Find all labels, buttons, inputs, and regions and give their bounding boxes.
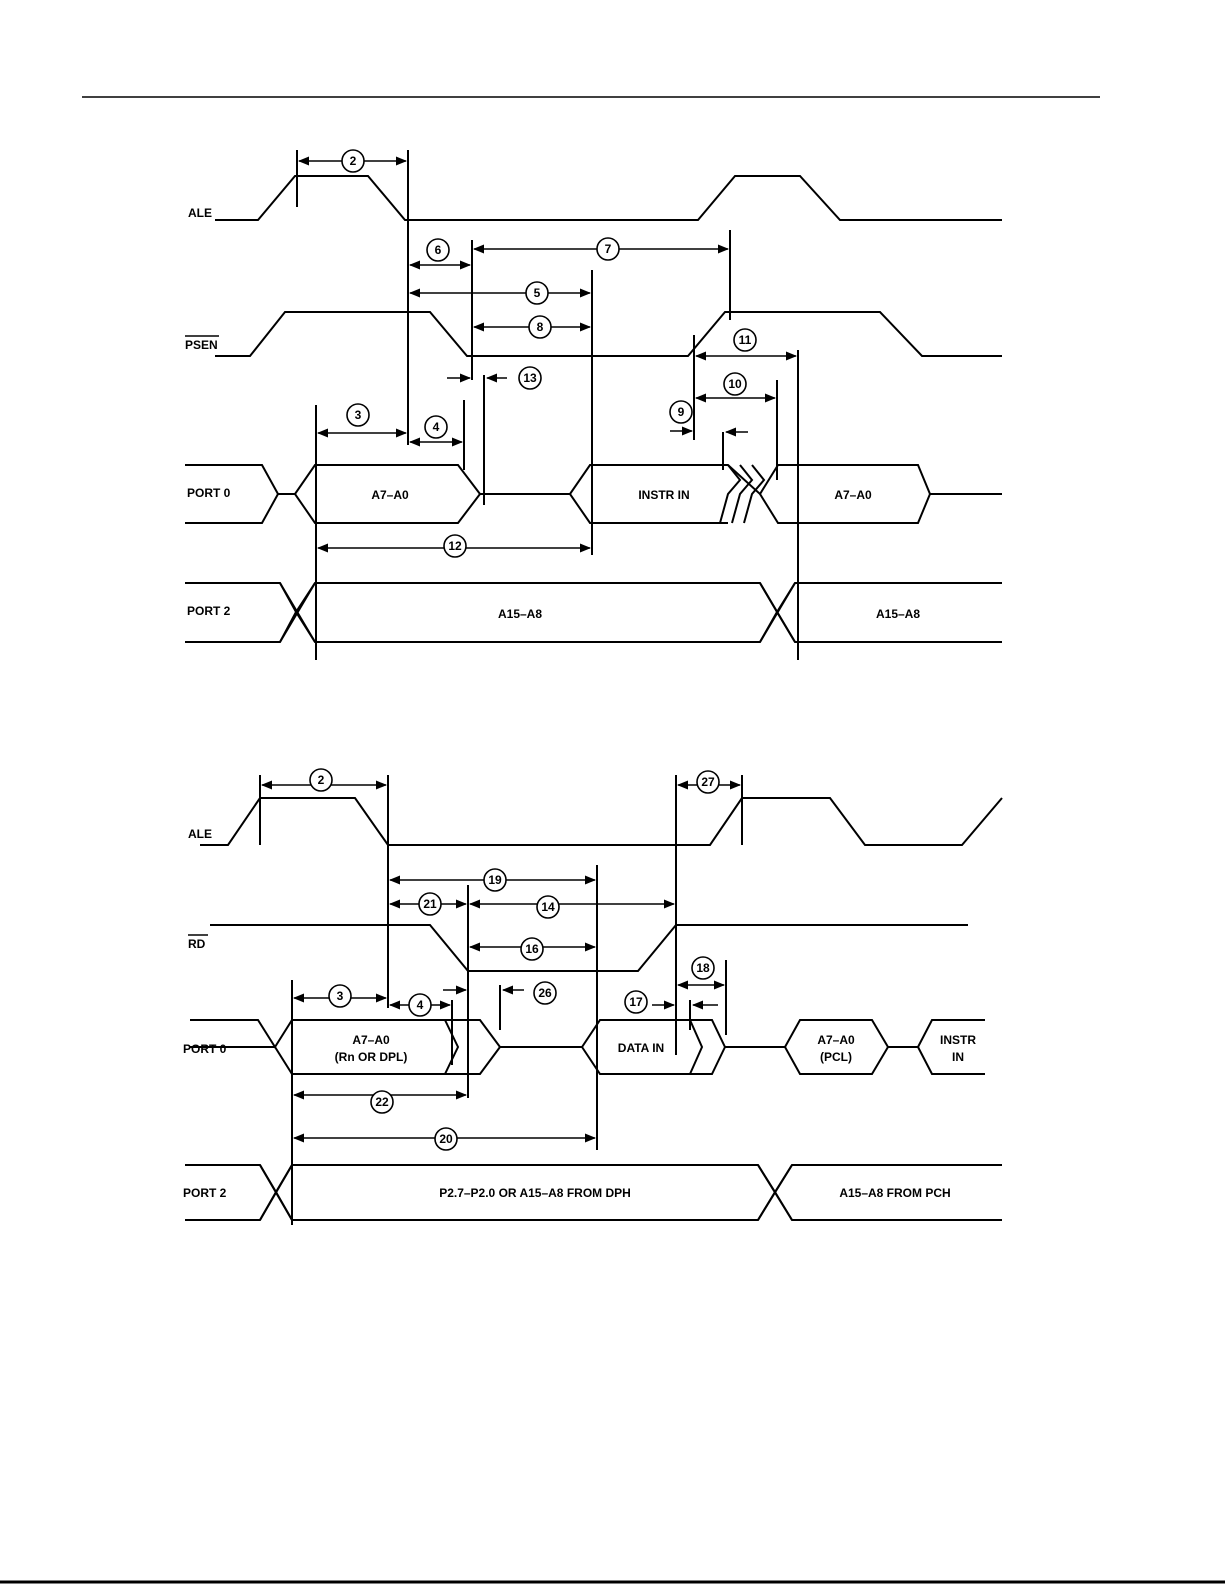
- fig2-port0-instr-text-2: IN: [952, 1050, 964, 1064]
- fig2-param-19: 19: [484, 869, 506, 891]
- svg-text:13: 13: [523, 371, 537, 385]
- fig2-port2-addr-text: P2.7–P2.0 OR A15–A8 FROM DPH: [439, 1186, 631, 1200]
- svg-text:3: 3: [337, 989, 344, 1003]
- fig2-param-21: 21: [419, 893, 441, 915]
- fig2-ale-label: ALE: [188, 827, 212, 841]
- fig1-port0-label: PORT 0: [187, 486, 231, 500]
- fig2-port0-data-text: DATA IN: [618, 1041, 664, 1055]
- fig2-port2-pch-text: A15–A8 FROM PCH: [839, 1186, 950, 1200]
- fig2-param-18: 18: [692, 957, 714, 979]
- fig1-param-5: 5: [526, 282, 548, 304]
- svg-text:7: 7: [605, 242, 612, 256]
- svg-text:5: 5: [534, 286, 541, 300]
- svg-text:26: 26: [538, 986, 552, 1000]
- fig1-port0-bus: [185, 465, 1002, 523]
- fig1-param-7: 7: [597, 238, 619, 260]
- svg-text:27: 27: [701, 775, 715, 789]
- fig1-ale-waveform: [215, 176, 1002, 220]
- svg-text:12: 12: [448, 539, 462, 553]
- fig1-param-11: 11: [734, 329, 756, 351]
- fig1-psen-waveform: [215, 312, 1002, 356]
- fig1-port2-addr2-text: A15–A8: [876, 607, 920, 621]
- fig2-param-20: 20: [435, 1128, 457, 1150]
- svg-text:20: 20: [439, 1132, 453, 1146]
- fig1-port0-addr2-text: A7–A0: [834, 488, 872, 502]
- fig2-port0-bus: [190, 1020, 985, 1074]
- fig2-port0-addr-text-2: (Rn OR DPL): [335, 1050, 408, 1064]
- fig1-psen-label: PSEN: [185, 338, 218, 352]
- fig1-param-13: 13: [519, 367, 541, 389]
- fig1-param-3: 3: [347, 404, 369, 426]
- fig1-port0-instr-text: INSTR IN: [638, 488, 689, 502]
- fig2-port0-pcl-text-1: A7–A0: [817, 1033, 855, 1047]
- fig2-port0-addr-text-1: A7–A0: [352, 1033, 390, 1047]
- fig2-param-2: 2: [310, 769, 332, 791]
- fig2-param-26: 26: [534, 982, 556, 1004]
- fig2-param-17: 17: [625, 991, 647, 1013]
- svg-text:14: 14: [541, 900, 555, 914]
- fig1-port2-addr-text: A15–A8: [498, 607, 542, 621]
- fig2-param-22: 22: [371, 1091, 393, 1113]
- fig1-port2-label: PORT 2: [187, 604, 231, 618]
- fig2-port2-label: PORT 2: [183, 1186, 227, 1200]
- svg-text:4: 4: [433, 420, 440, 434]
- svg-text:10: 10: [728, 377, 742, 391]
- svg-text:4: 4: [417, 998, 424, 1012]
- svg-text:18: 18: [696, 961, 710, 975]
- svg-text:22: 22: [375, 1095, 389, 1109]
- fig1-param-9: 9: [670, 401, 692, 423]
- fig1-ale-label: ALE: [188, 206, 212, 220]
- fig1-param-8: 8: [529, 316, 551, 338]
- fig2-param-3: 3: [329, 985, 351, 1007]
- svg-text:6: 6: [435, 243, 442, 257]
- fig1-param-6: 6: [427, 239, 449, 261]
- data-memory-read-figure: ALE RD PORT 0 PORT 2 A7–A0 (Rn OR DPL) D…: [183, 769, 1002, 1225]
- fig1-port0-addr-text: A7–A0: [371, 488, 409, 502]
- fig2-ale-waveform: [200, 798, 1002, 845]
- fig1-param-10: 10: [724, 373, 746, 395]
- svg-text:21: 21: [423, 897, 437, 911]
- fig1-param-4: 4: [425, 416, 447, 438]
- svg-text:9: 9: [678, 405, 685, 419]
- fig2-port0-pcl-text-2: (PCL): [820, 1050, 852, 1064]
- fig1-param-12: 12: [444, 535, 466, 557]
- svg-text:2: 2: [350, 154, 357, 168]
- fig2-param-16: 16: [521, 938, 543, 960]
- fig2-port0-instr-text-1: INSTR: [940, 1033, 976, 1047]
- fig2-rd-label: RD: [188, 937, 206, 951]
- fig2-param-27: 27: [697, 771, 719, 793]
- program-memory-read-figure: ALE PSEN PORT 0 PORT 2 A7–A0 INSTR IN A7…: [185, 150, 1002, 660]
- fig1-param-2: 2: [342, 150, 364, 172]
- fig2-port0-label: PORT 0: [183, 1042, 227, 1056]
- svg-text:17: 17: [629, 995, 643, 1009]
- svg-text:2: 2: [318, 773, 325, 787]
- svg-text:11: 11: [739, 333, 752, 347]
- fig2-param-14: 14: [537, 896, 559, 918]
- svg-text:8: 8: [537, 320, 544, 334]
- fig2-rd-waveform: [210, 925, 968, 971]
- fig2-param-4: 4: [409, 994, 431, 1016]
- svg-text:3: 3: [355, 408, 362, 422]
- svg-text:16: 16: [525, 942, 539, 956]
- svg-text:19: 19: [488, 873, 502, 887]
